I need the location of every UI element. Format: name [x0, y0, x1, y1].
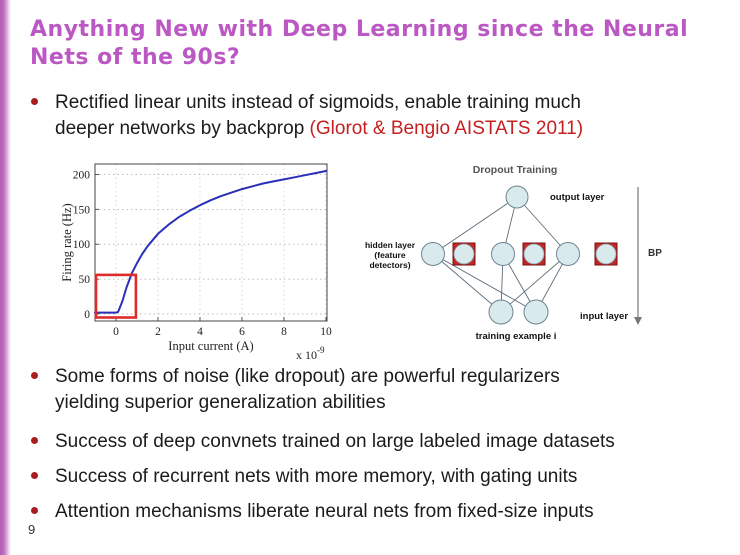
hidden-node-active — [421, 242, 445, 266]
edge-output-hidden — [432, 196, 518, 255]
edge-input-hidden — [432, 253, 537, 313]
bullet-relu-line1: Rectified linear units instead of sigmoi… — [55, 92, 581, 113]
bp-arrowhead — [634, 317, 642, 325]
y-tick-label: 200 — [73, 169, 91, 181]
x-tick-label: 6 — [239, 326, 245, 338]
bullet-recurrent: Success of recurrent nets with more memo… — [31, 464, 577, 490]
bullet-noise: Some forms of noise (like dropout) are p… — [31, 364, 560, 416]
bullet-relu-line2-black: deeper networks by backprop — [55, 118, 310, 139]
y-tick-label: 150 — [73, 204, 91, 216]
bullet-noise-line2: yielding superior generalization abiliti… — [55, 392, 386, 413]
edge-input-hidden — [500, 253, 569, 313]
y-tick-label: 100 — [73, 239, 91, 251]
training-example-label: training example i — [476, 331, 557, 342]
hidden-layer-label: hidden layer — [365, 240, 416, 250]
page-title: Anything New with Deep Learning since th… — [30, 16, 735, 72]
x-axis-label: Input current (A) — [168, 339, 253, 353]
bullet-recurrent-text: Success of recurrent nets with more memo… — [55, 466, 578, 487]
title-line-1: Anything New with Deep Learning since th… — [30, 17, 689, 42]
hidden-node-active — [491, 242, 515, 266]
y-tick-label: 0 — [84, 309, 90, 321]
bullet-attention: Attention mechanisms liberate neural net… — [31, 499, 594, 525]
y-tick-label: 50 — [79, 274, 91, 286]
bp-label: BP — [648, 248, 662, 259]
hidden-node-active — [556, 242, 580, 266]
x-tick-label: 2 — [155, 326, 161, 338]
input-node — [523, 299, 549, 325]
x-tick-label: 0 — [113, 326, 119, 338]
dropped-node-circle — [595, 243, 617, 265]
bullet-dot — [31, 472, 38, 479]
dropout-training-diagram: Dropout Training output layer hidden layer… — [365, 164, 662, 342]
relu-region-highlight — [94, 273, 138, 319]
page-number: 9 — [28, 522, 36, 537]
dropped-node-circle — [453, 243, 475, 265]
x-tick-label: 4 — [197, 326, 203, 338]
left-border-stripe — [0, 0, 11, 555]
citation-text: (Glorot & Bengio AISTATS 2011) — [309, 118, 584, 139]
bullet-relu: Rectified linear units instead of sigmoi… — [31, 90, 583, 142]
bullet-dot — [31, 98, 38, 105]
bullet-relu-line2: deeper networks by backprop (Glorot & Be… — [55, 116, 583, 142]
edge-input-hidden — [432, 253, 502, 313]
x-tick-label: 10 — [320, 326, 332, 338]
bullet-convnets-text: Success of deep convnets trained on larg… — [55, 431, 615, 452]
hidden-layer-label: detectors) — [369, 260, 410, 270]
input-layer-label: input layer — [580, 311, 628, 322]
plot-box — [94, 163, 328, 322]
x-scale-multiplier: x 10-9 — [296, 345, 325, 362]
edge-output-hidden — [516, 196, 569, 255]
title-line-2: Nets of the 90s? — [30, 45, 241, 70]
bullet-attention-text: Attention mechanisms liberate neural net… — [55, 501, 594, 522]
y-axis-label: Firing rate (Hz) — [60, 203, 74, 281]
bullet-relu-text: Rectified linear units instead of sigmoi… — [55, 90, 583, 142]
output-node — [505, 185, 529, 209]
bullet-noise-line1: Some forms of noise (like dropout) are p… — [55, 366, 560, 387]
x-tick-label: 8 — [281, 326, 287, 338]
bullet-dot — [31, 372, 38, 379]
diagram-title: Dropout Training — [473, 164, 558, 176]
bullet-noise-text: Some forms of noise (like dropout) are p… — [55, 364, 560, 416]
bullet-convnets: Success of deep convnets trained on larg… — [31, 429, 615, 455]
dropped-node-circle — [523, 243, 545, 265]
hidden-layer-label: (feature — [374, 250, 405, 260]
firing-rate-curve — [94, 170, 327, 314]
bullet-dot — [31, 437, 38, 444]
bullet-dot — [31, 507, 38, 514]
output-layer-label: output layer — [550, 192, 605, 203]
input-node — [488, 299, 514, 325]
